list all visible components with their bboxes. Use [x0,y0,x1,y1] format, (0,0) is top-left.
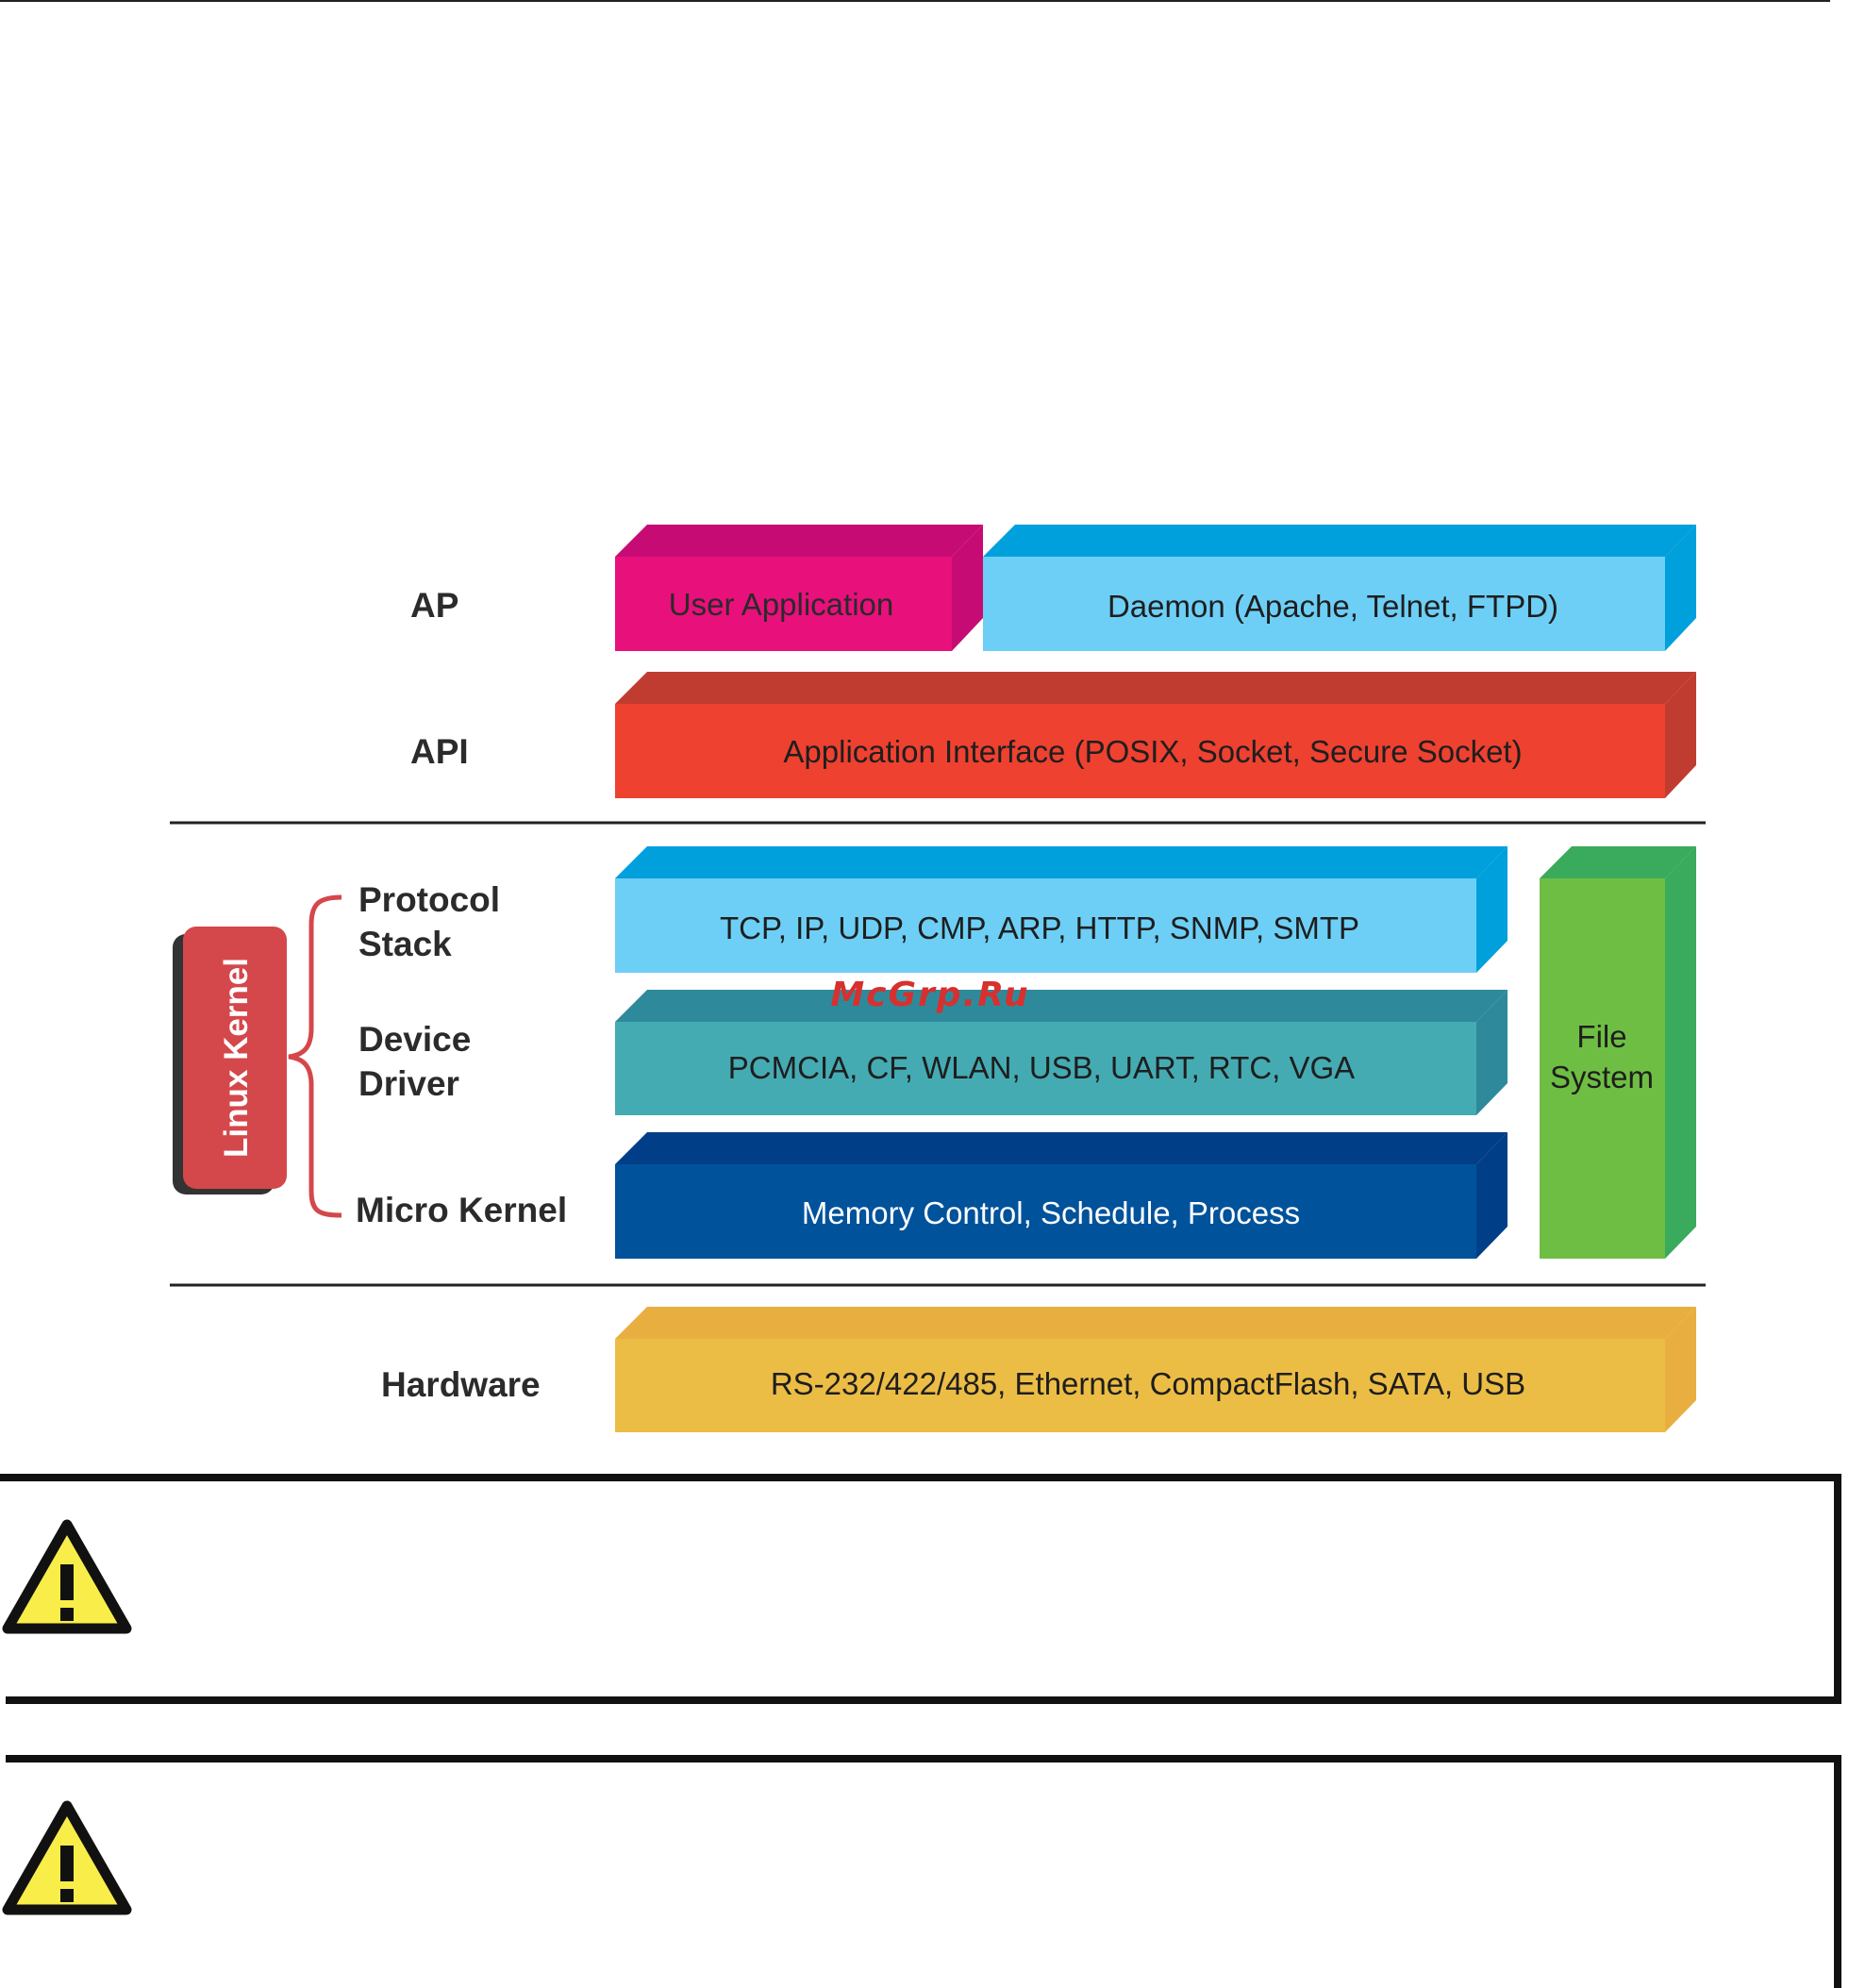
layer-label-protocol-2: Stack [358,925,452,963]
box-micro-kernel: Memory Control, Schedule, Process [615,1132,1508,1259]
file-system-text-2: System [1550,1060,1654,1094]
application-interface-text: Application Interface (POSIX, Socket, Se… [783,734,1522,769]
warning-icon-2 [2,1800,132,1915]
warning-box-1 [0,1474,1841,1704]
hardware-text: RS-232/422/485, Ethernet, CompactFlash, … [771,1366,1525,1401]
box-application-interface: Application Interface (POSIX, Socket, Se… [615,672,1696,798]
kernel-brace [288,894,342,1218]
top-rule [0,0,1830,2]
linux-kernel-label: Linux Kernel [218,958,255,1158]
box-device-driver: PCMCIA, CF, WLAN, USB, UART, RTC, VGA [615,990,1508,1115]
watermark: McGrp.Ru [830,976,1029,1014]
micro-kernel-text: Memory Control, Schedule, Process [802,1195,1300,1230]
device-driver-text: PCMCIA, CF, WLAN, USB, UART, RTC, VGA [728,1050,1355,1085]
box-daemon: Daemon (Apache, Telnet, FTPD) [983,525,1696,651]
daemon-text: Daemon (Apache, Telnet, FTPD) [1108,589,1558,624]
box-hardware: RS-232/422/485, Ethernet, CompactFlash, … [615,1307,1696,1432]
file-system-text-1: File [1576,1019,1626,1054]
box-protocol-stack: TCP, IP, UDP, CMP, ARP, HTTP, SNMP, SMTP [615,846,1508,973]
user-application-text: User Application [669,587,893,622]
linux-kernel-badge: Linux Kernel [173,927,287,1194]
layer-label-api: API [410,732,469,771]
layer-label-driver-2: Driver [358,1064,459,1103]
warning-box-2 [6,1755,1841,1988]
layer-label-ap: AP [410,586,458,625]
warning-icon-1 [2,1519,132,1634]
layer-label-protocol-1: Protocol [358,880,500,919]
layer-label-driver-1: Device [358,1020,471,1059]
protocol-stack-text: TCP, IP, UDP, CMP, ARP, HTTP, SNMP, SMTP [720,910,1359,945]
layer-label-hardware: Hardware [381,1365,541,1404]
layer-label-micro-kernel: Micro Kernel [356,1191,567,1229]
box-file-system: File System [1540,846,1696,1259]
box-user-application: User Application [615,525,983,651]
